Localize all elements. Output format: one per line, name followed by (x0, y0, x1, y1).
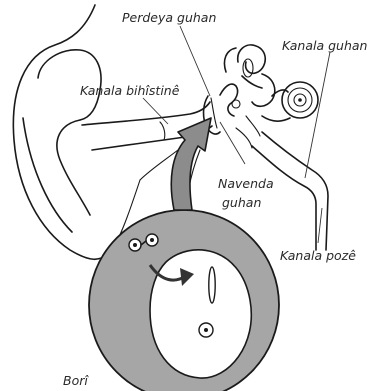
label-inner-ear-canal: Kanala guhan (282, 38, 368, 53)
label-middle-ear-1: Navenda (218, 176, 274, 191)
cochlea-icon (220, 45, 318, 148)
label-trumpet: Borî (63, 373, 89, 388)
pointer-arrow-icon (171, 118, 211, 210)
label-eustachian-tube: Kanala pozê (280, 248, 356, 263)
label-outer-ear-canal: Kanala bihîstinê (80, 83, 180, 98)
label-eardrum: Perdeya guhan (122, 10, 216, 25)
magnify-circle-icon (89, 210, 279, 391)
label-middle-ear-2: guhan (222, 195, 261, 210)
